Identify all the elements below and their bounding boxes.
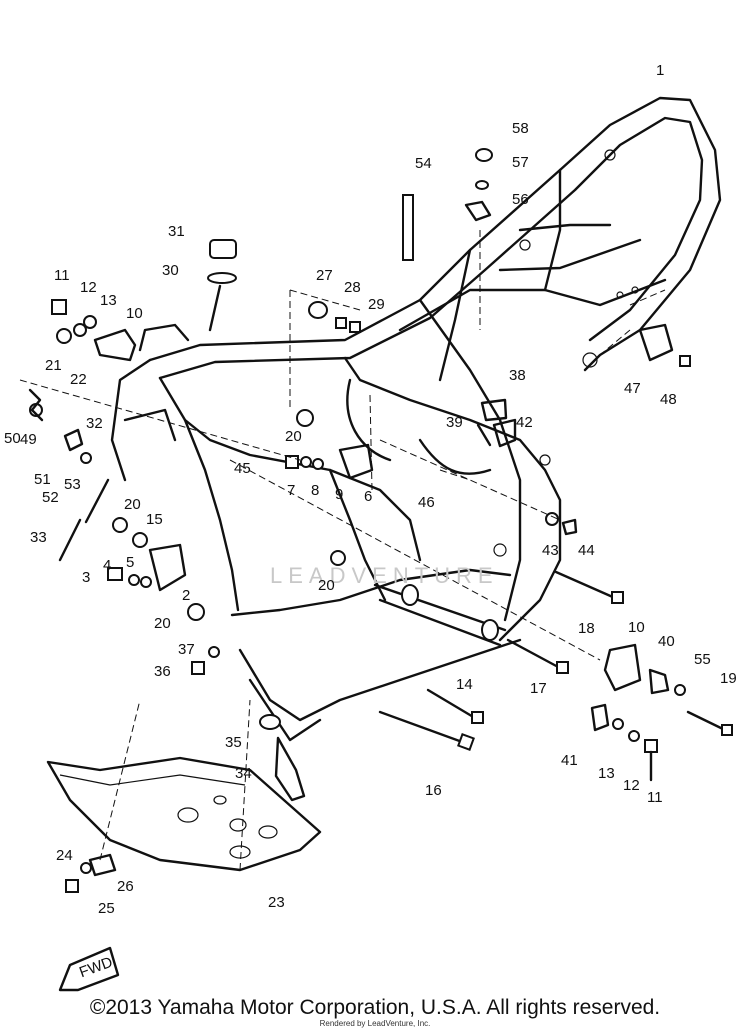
part-label: 47 [624,380,641,397]
part-label: 2 [182,587,190,604]
part-label: 50 [4,430,21,447]
part-label: 46 [418,494,435,511]
part-label: 18 [578,620,595,637]
copyright-notice: ©2013 Yamaha Motor Corporation, U.S.A. A… [89,996,661,1019]
part-label: 12 [623,777,640,794]
part-label: 35 [225,734,242,751]
part-label: 17 [530,680,547,697]
part-label: 55 [694,651,711,668]
part-label: 30 [162,262,179,279]
part-label: 25 [98,900,115,917]
leader-lines [19,230,666,871]
watermark: LEADVENTURE [270,563,499,588]
part-label: 9 [335,486,343,503]
part-label: 20 [285,428,302,445]
part-label: 45 [234,460,251,477]
part-label: 56 [512,191,529,208]
part-label: 28 [344,279,361,296]
part-label: 44 [578,542,595,559]
part-label: 27 [316,267,333,284]
part-label: 13 [598,765,615,782]
part-label: 19 [720,670,737,687]
part-label: 12 [80,279,97,296]
part-label: 54 [415,155,432,172]
part-label: 38 [509,367,526,384]
part-label: 5 [126,554,134,571]
part-label: 24 [56,847,73,864]
part-label: 40 [658,633,675,650]
part-label: 20 [318,577,335,594]
part-label: 13 [100,292,117,309]
part-label: 31 [168,223,185,240]
part-label: 34 [235,765,252,782]
pivot-shaft [373,583,507,647]
skid-plate [46,756,322,872]
part-label: 14 [456,676,473,693]
part-label: 57 [512,154,529,171]
fwd-arrow-badge: FWD [58,946,120,992]
part-label: 1 [656,62,664,79]
part-label: 10 [126,305,143,322]
part-label: 37 [178,641,195,658]
part-label: 10 [628,619,645,636]
part-label: 49 [20,431,37,448]
part-label: 36 [154,663,171,680]
part-label: 11 [647,789,663,806]
part-label: 7 [287,482,295,499]
long-bolts [378,570,733,751]
render-credit: Rendered by LeadVenture, Inc. [319,1019,431,1028]
part-label: 23 [268,894,285,911]
part-label: 8 [311,482,319,499]
part-label: 39 [446,414,463,431]
part-label: 21 [45,357,62,374]
part-label: 26 [117,878,134,895]
part-label: 58 [512,120,529,137]
part-label: 48 [660,391,677,408]
part-label: 11 [54,267,70,284]
part-label: 16 [425,782,442,799]
part-label: 22 [70,371,87,388]
part-label: 33 [30,529,47,546]
part-label: 32 [86,415,103,432]
part-label: 53 [64,476,81,493]
part-label: 6 [364,488,372,505]
part-label: 20 [124,496,141,513]
part-label: 3 [82,569,90,586]
part-label: 42 [516,414,533,431]
part-label: 20 [154,615,171,632]
part-label: 52 [42,489,59,506]
part-label: 4 [103,557,111,574]
part-label: 51 [34,471,51,488]
part-label: 41 [561,752,578,769]
part-labels: 1 2 3 4 5 6 7 8 9 10 10 11 11 12 12 13 1… [4,62,737,917]
main-frame [110,96,722,742]
part-label: 43 [542,542,559,559]
part-label: 15 [146,511,163,528]
small-parts [28,148,691,893]
part-label: 29 [368,296,385,313]
